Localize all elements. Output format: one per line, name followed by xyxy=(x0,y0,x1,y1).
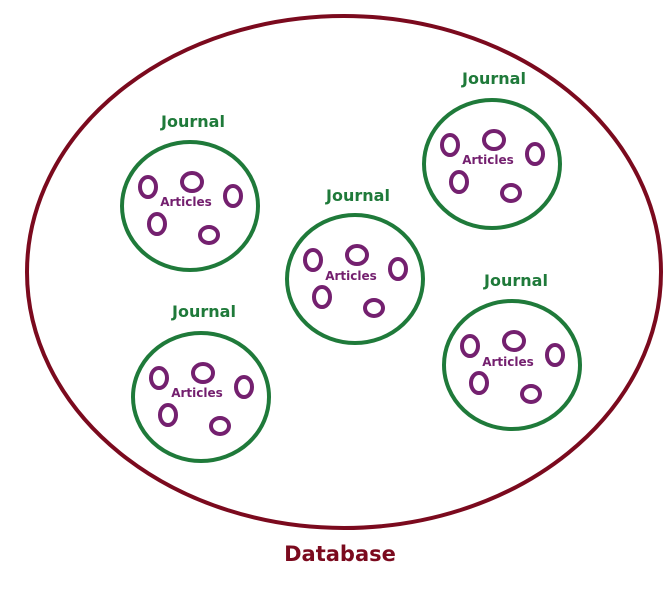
articles-label: Articles xyxy=(325,269,377,283)
article-ring xyxy=(223,184,243,208)
articles-label: Articles xyxy=(482,355,534,369)
article-ring xyxy=(482,129,506,151)
articles-label: Articles xyxy=(171,386,223,400)
journal-circle xyxy=(442,299,582,431)
articles-label: Articles xyxy=(160,195,212,209)
article-ring xyxy=(191,362,215,384)
articles-label: Articles xyxy=(462,153,514,167)
journal-group: Journal Articles xyxy=(285,186,425,345)
journal-group: Journal Articles xyxy=(422,69,562,230)
database-label: Database xyxy=(284,542,396,566)
article-ring xyxy=(138,175,158,199)
article-ring xyxy=(525,142,545,166)
database-ellipse xyxy=(25,14,663,530)
article-ring xyxy=(469,371,489,395)
article-ring xyxy=(234,375,254,399)
journal-label: Journal xyxy=(483,271,548,290)
article-ring xyxy=(180,171,204,193)
article-ring xyxy=(363,298,385,318)
article-ring xyxy=(449,170,469,194)
article-ring xyxy=(198,225,220,245)
journal-label: Journal xyxy=(325,186,390,205)
article-ring xyxy=(460,334,480,358)
journal-label: Journal xyxy=(171,302,236,321)
article-ring xyxy=(303,248,323,272)
journal-circle xyxy=(422,98,562,230)
article-ring xyxy=(500,183,522,203)
article-ring xyxy=(440,133,460,157)
article-ring xyxy=(388,257,408,281)
journal-label: Journal xyxy=(461,69,526,88)
article-ring xyxy=(149,366,169,390)
article-ring xyxy=(158,403,178,427)
journal-label: Journal xyxy=(160,112,225,131)
journal-group: Journal Articles xyxy=(442,271,582,431)
journal-circle xyxy=(120,140,260,272)
article-ring xyxy=(312,285,332,309)
article-ring xyxy=(147,212,167,236)
article-ring xyxy=(502,330,526,352)
journal-group: Journal Articles xyxy=(120,112,260,272)
article-ring xyxy=(209,416,231,436)
journal-circle xyxy=(285,213,425,345)
article-ring xyxy=(520,384,542,404)
journal-group: Journal Articles xyxy=(131,302,271,463)
article-ring xyxy=(545,343,565,367)
journal-circle xyxy=(131,331,271,463)
article-ring xyxy=(345,244,369,266)
